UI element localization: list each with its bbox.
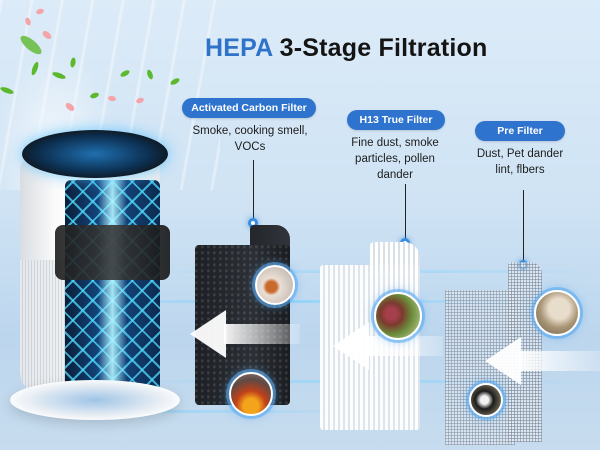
purifier-base [10,380,180,420]
air-purifier-image [10,130,180,430]
airflow-streak [0,300,600,303]
title-accent: HEPA [205,34,273,62]
airflow-arrow-icon [333,322,443,370]
airflow-arrow-icon [190,310,300,358]
page-title: HEPA 3-Stage Filtration [205,34,487,63]
badge-pre-filter: Pre Filter [475,121,565,141]
purifier-top-fan [22,130,168,178]
pollen-flowers-photo [374,292,422,340]
callout-line [253,160,254,222]
pre-filter-description: Dust, Pet dander lint, flbers [476,148,564,176]
carbon-filter-description: Smoke, cooking smell, VOCs [192,125,308,153]
callout-line [405,184,406,240]
purifier-collar [55,225,170,280]
cooking-smoke-photo [255,265,295,305]
fire-smoke-photo [229,372,273,416]
badge-activated-carbon-filter: Activated Carbon Filter [182,98,316,118]
airflow-streak [0,410,380,413]
h13-filter-description: Fine dust, smoke particles, pollen dande… [351,137,439,181]
dog-photo [469,383,503,417]
title-rest: 3-Stage Filtration [279,34,488,62]
callout-line [523,190,524,262]
pre-filter-mesh-image [445,290,515,445]
purifier-filter-core [65,180,160,410]
dust-cat-photo [534,290,580,336]
airflow-arrow-icon [485,337,600,385]
badge-h13-true-filter: H13 True Filter [347,110,445,130]
